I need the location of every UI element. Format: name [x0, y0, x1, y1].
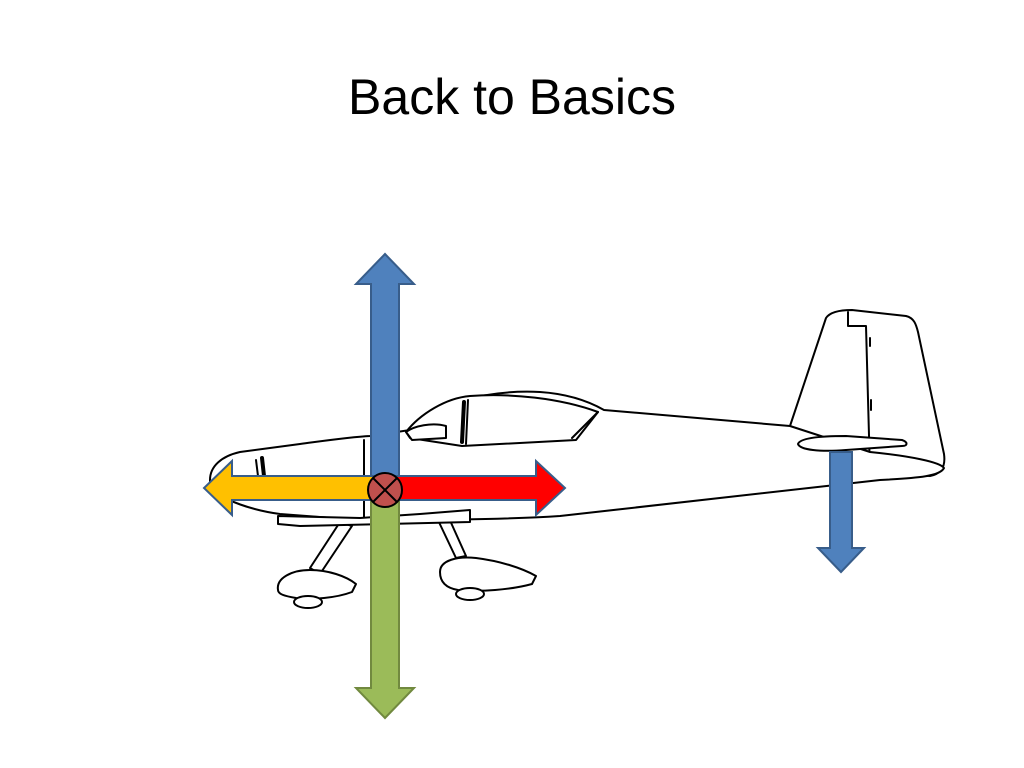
weight-arrow	[353, 491, 417, 720]
center-of-gravity-icon	[367, 472, 403, 508]
cowl-line	[255, 459, 259, 477]
nose-gear-leg	[309, 521, 353, 575]
horizontal-stabilizer	[797, 435, 908, 452]
canopy-frame-2	[460, 400, 466, 444]
nose-wheel-pant	[276, 569, 357, 600]
canopy-rear-line	[571, 411, 599, 439]
main-wheel	[455, 587, 485, 601]
nose-wheel	[293, 595, 323, 609]
windshield	[405, 423, 447, 441]
main-wheel-pant	[439, 556, 537, 592]
slide-title: Back to Basics	[348, 69, 676, 125]
thrust-arrow	[384, 458, 567, 518]
tail-down-force-arrow	[815, 451, 867, 574]
drag-arrow	[202, 458, 386, 518]
rudder-line	[847, 311, 871, 473]
cowl-line-2	[260, 456, 266, 478]
lift-arrow	[353, 252, 417, 491]
canopy-frame	[465, 399, 469, 445]
